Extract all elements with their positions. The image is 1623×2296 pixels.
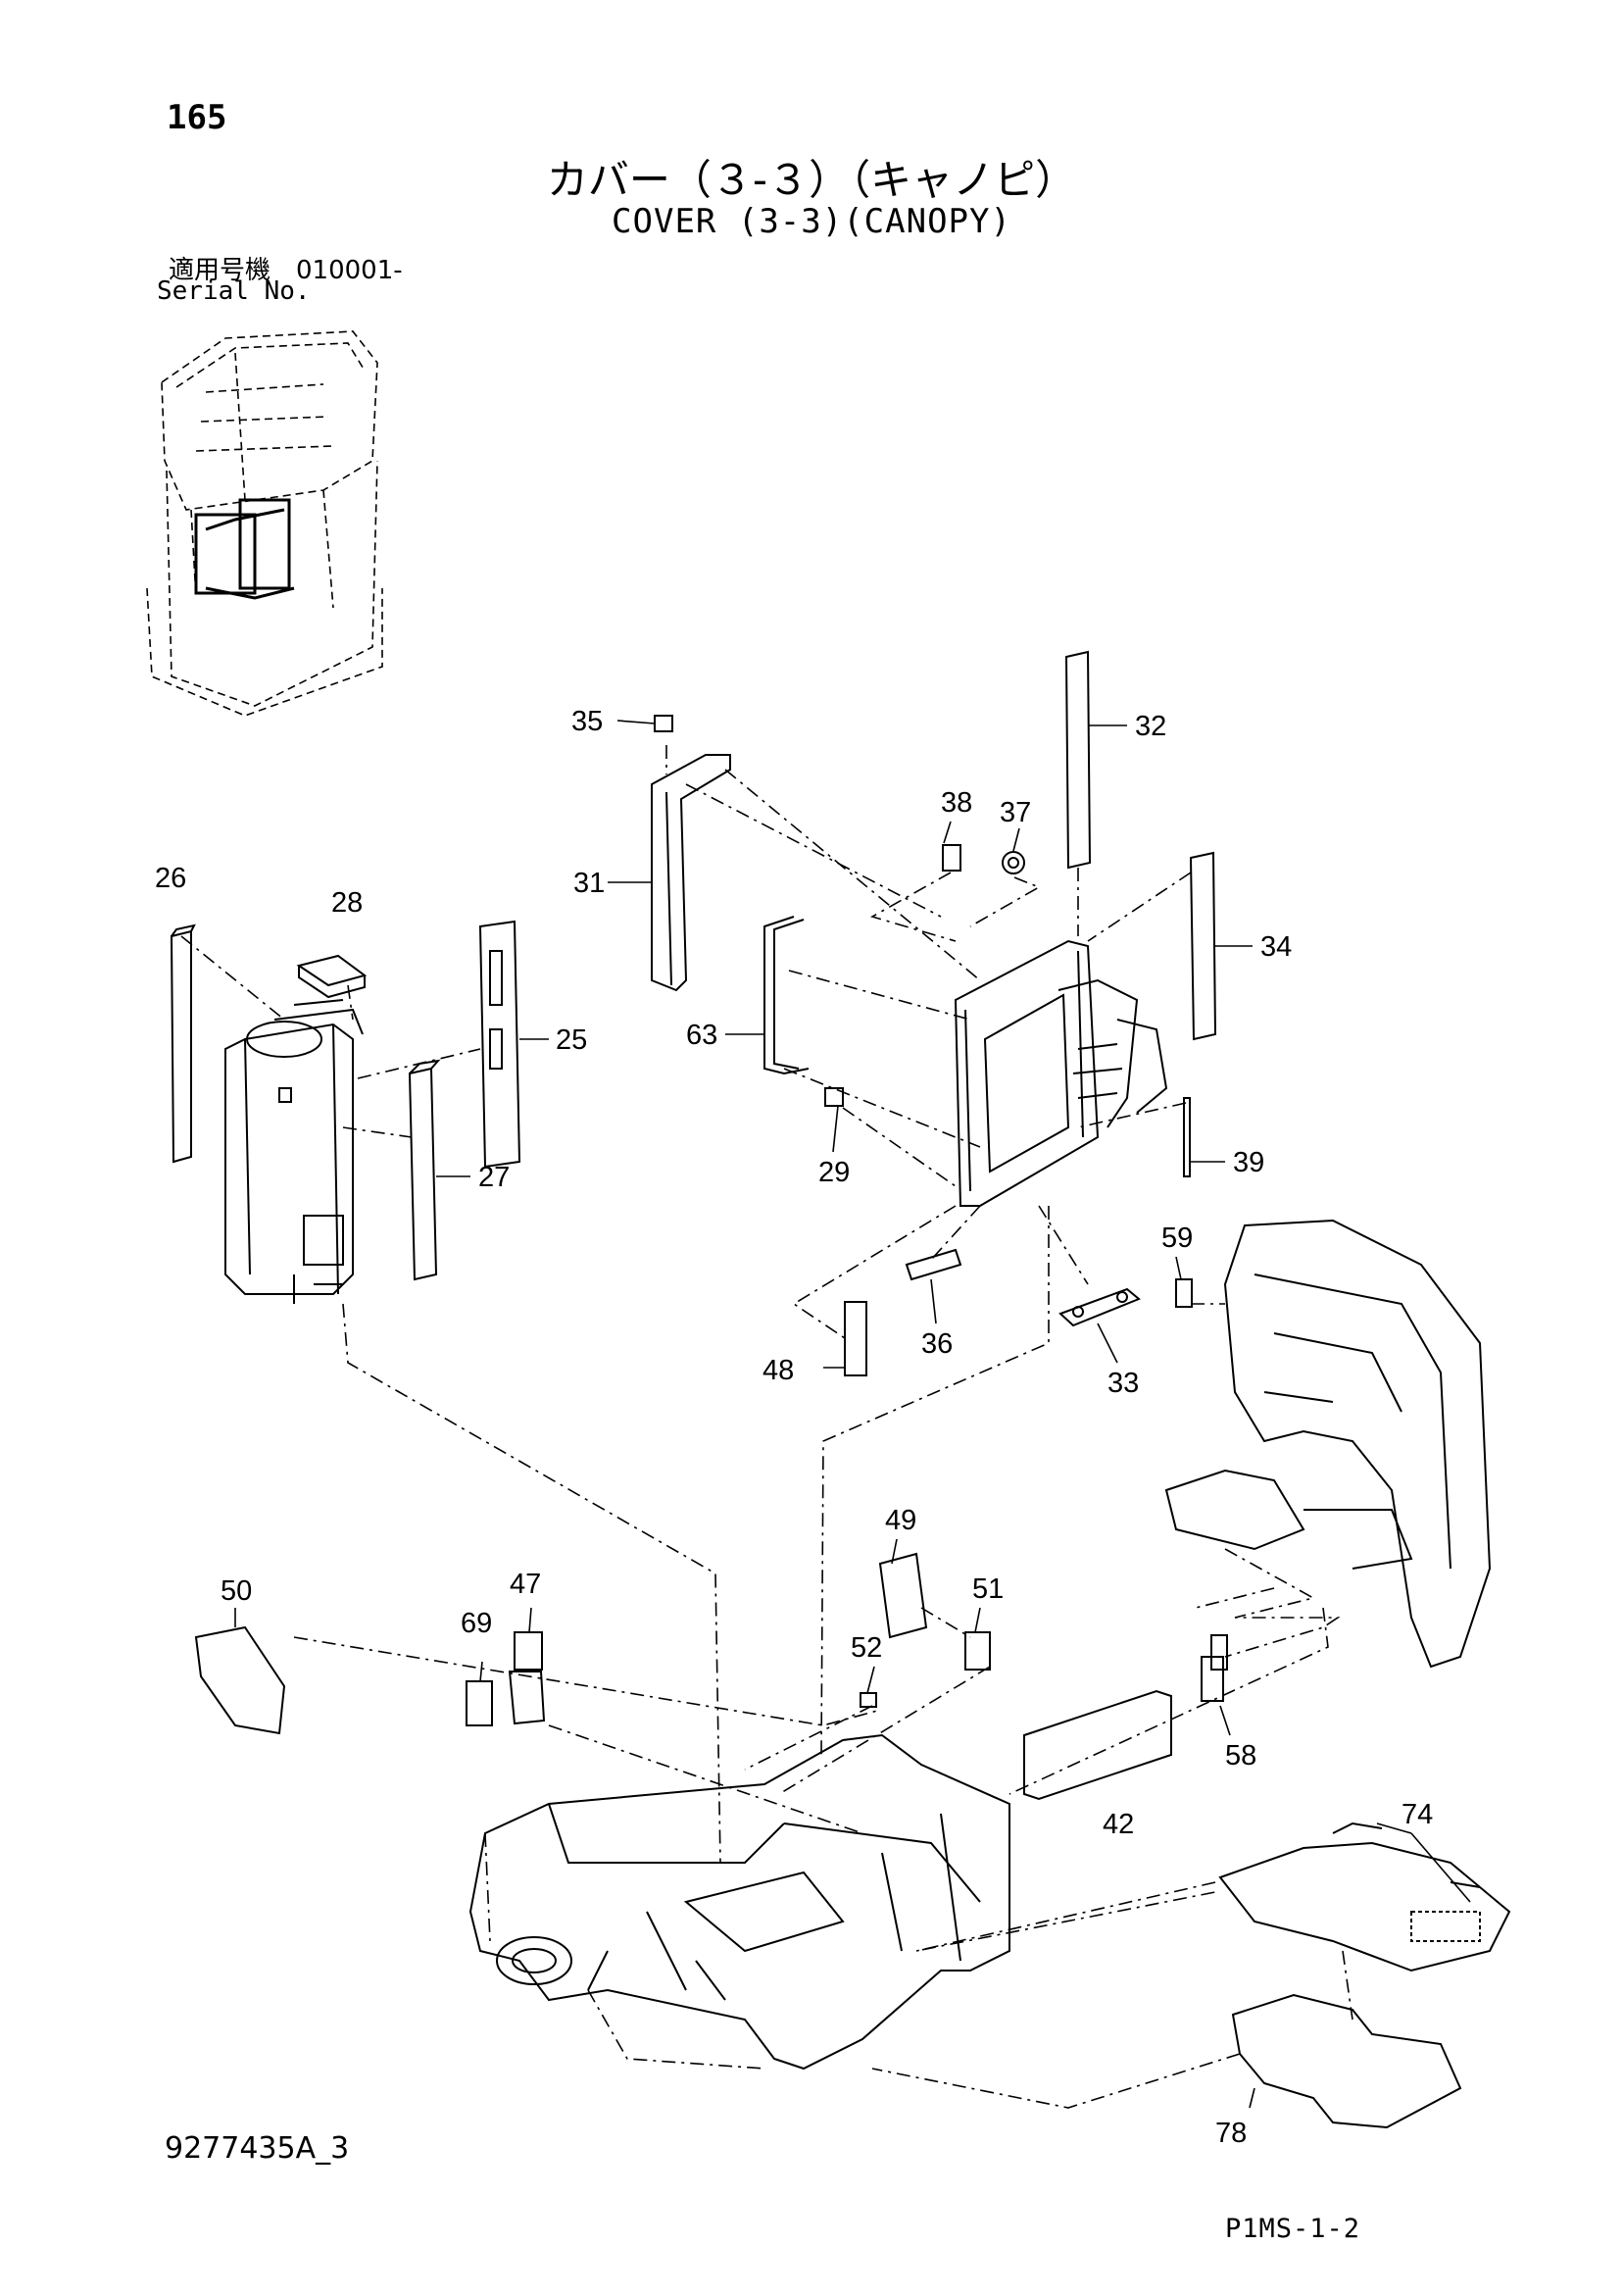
part-50-panel <box>194 1625 286 1735</box>
page-number: 165 <box>167 98 227 137</box>
part-69-block <box>466 1680 493 1726</box>
reservoir-tank <box>224 999 364 1304</box>
callout-59: 59 <box>1161 1223 1193 1254</box>
part-32-seal-strip <box>1064 650 1092 870</box>
part-38-block <box>942 844 961 872</box>
part-63-wire-loop <box>763 916 810 1075</box>
callout-34: 34 <box>1260 931 1292 963</box>
part-29-block <box>824 1087 844 1107</box>
callout-29: 29 <box>818 1157 850 1188</box>
part-25-cover-plate <box>478 920 521 1169</box>
callout-leaders <box>234 720 1471 2109</box>
callout-28: 28 <box>331 887 363 919</box>
callout-31: 31 <box>573 868 605 899</box>
radiator-core <box>954 939 1168 1207</box>
upper-frame <box>468 1733 1010 2071</box>
part-26-seal-strip <box>170 923 196 1164</box>
callout-78: 78 <box>1215 2118 1247 2149</box>
callout-49: 49 <box>885 1505 916 1536</box>
callout-labels: 26 28 25 27 35 31 38 37 32 34 63 29 39 5… <box>155 706 1433 2149</box>
part-49-plate <box>878 1552 928 1639</box>
callout-47: 47 <box>510 1569 541 1600</box>
part-27-seal-strip <box>408 1059 441 1281</box>
part-52-block <box>860 1692 877 1708</box>
part-37-washer <box>1002 851 1025 874</box>
callout-50: 50 <box>221 1575 252 1607</box>
page-title-jp: カバー（３-３）（キャノピ） <box>546 156 1077 204</box>
callout-33: 33 <box>1107 1368 1139 1399</box>
part-39-rod <box>1183 1097 1191 1177</box>
part-51-block <box>964 1631 991 1671</box>
callout-25: 25 <box>556 1024 587 1056</box>
overview-highlight-radiator <box>194 498 295 600</box>
callout-58: 58 <box>1225 1740 1256 1772</box>
callout-63: 63 <box>686 1020 717 1051</box>
callout-37: 37 <box>1000 797 1031 828</box>
serial-label-jp: 適用号機 010001- <box>169 256 403 285</box>
callout-48: 48 <box>762 1355 794 1386</box>
part-33-bracket <box>1058 1287 1141 1327</box>
callout-35: 35 <box>571 706 603 737</box>
part-35-clip <box>654 715 673 732</box>
part-28-pad <box>296 954 368 999</box>
side-housing <box>1164 1219 1492 1669</box>
callout-36: 36 <box>921 1328 953 1360</box>
part-58-block <box>1201 1634 1228 1702</box>
part-42-panel <box>1023 1689 1172 1801</box>
part-59-block <box>1175 1278 1193 1308</box>
callout-38: 38 <box>941 787 972 819</box>
part-78-mat <box>1231 1993 1462 2129</box>
callout-39: 39 <box>1233 1147 1264 1178</box>
callout-27: 27 <box>478 1162 510 1193</box>
callout-52: 52 <box>851 1632 882 1664</box>
overview-thumbnail <box>146 330 383 717</box>
callout-51: 51 <box>972 1573 1004 1605</box>
callout-26: 26 <box>155 863 186 894</box>
callout-42: 42 <box>1103 1809 1134 1840</box>
part-36-bar <box>905 1248 962 1281</box>
drawing-code: 9277435A_3 <box>165 2131 350 2166</box>
page-reference: P1MS-1-2 <box>1225 2214 1361 2244</box>
page-title-en: COVER (3-3)(CANOPY) <box>612 202 1011 241</box>
part-48-block <box>844 1301 867 1376</box>
assembly-lines <box>180 745 1353 2109</box>
part-74-floor-plate <box>1218 1822 1511 1972</box>
part-31-bracket <box>651 754 731 992</box>
part-47-block <box>514 1631 543 1671</box>
serial-label-en: Serial No. <box>157 276 311 306</box>
callout-32: 32 <box>1135 711 1166 742</box>
callout-74: 74 <box>1402 1799 1433 1830</box>
callout-69: 69 <box>461 1608 492 1639</box>
part-34-seal-strip <box>1189 851 1217 1041</box>
